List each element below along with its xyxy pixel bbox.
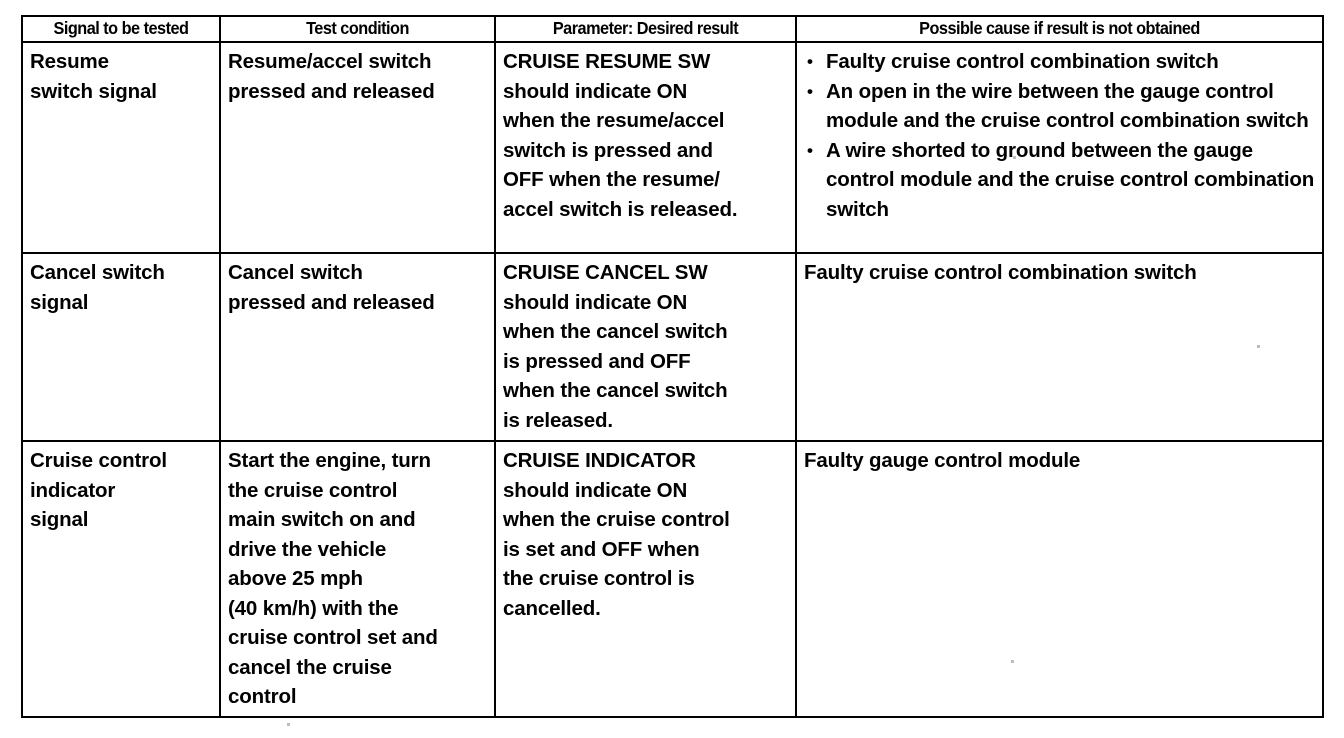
text-line: should indicate ON	[503, 79, 688, 103]
table-body: Resume switch signal Resume/accel switch p…	[21, 41, 1324, 718]
list-item: • Faulty cruise control combination switc…	[804, 47, 1315, 77]
list-item-label: Faulty cruise control combination switch	[826, 50, 1219, 74]
text-line: CRUISE RESUME SW	[503, 50, 711, 74]
possible-cause-list: • Faulty cruise control combination switc…	[804, 47, 1315, 224]
text-line: CRUISE INDICATOR	[503, 449, 696, 473]
column-header-signal: Signal to be tested	[28, 14, 215, 44]
text-line: pressed and released	[228, 79, 435, 103]
cell-signal: Cruise control indicator signal	[21, 440, 221, 718]
text-line: when the cruise control	[503, 508, 730, 532]
cell-signal: Cancel switch signal	[21, 252, 221, 443]
scan-speckle	[287, 723, 290, 726]
text-line: signal	[30, 290, 89, 314]
text-line: Cruise control	[30, 449, 167, 473]
table-row: Resume switch signal Resume/accel switch p…	[21, 41, 1324, 255]
table-header: Signal to be tested Test condition Param…	[22, 14, 1323, 44]
text-line: cancel the cruise	[228, 655, 392, 679]
cruise-control-signal-test-table: Signal to be tested Test condition Param…	[21, 14, 1324, 718]
text-line: when the resume/accel	[503, 109, 725, 133]
table-row: Cancel switch signal Cancel switch pressed…	[21, 252, 1324, 443]
text-line: Start the engine, turn	[228, 449, 431, 473]
cell-test-condition: Resume/accel switch pressed and released	[219, 41, 496, 255]
column-header-test-condition: Test condition	[228, 14, 487, 44]
text-line: is set and OFF when	[503, 537, 700, 561]
table-row: Cruise control indicator signal Start the …	[21, 440, 1324, 718]
list-item-label: A wire shorted to ground between the gau…	[826, 138, 1315, 221]
cell-test-condition: Start the engine, turn the cruise control…	[219, 440, 496, 718]
text-line: Resume	[30, 50, 109, 74]
cell-parameter: CRUISE INDICATOR should indicate ON when t…	[494, 440, 797, 718]
text-line: Cancel switch	[30, 261, 165, 285]
column-header-possible-cause: Possible cause if result is not obtained	[813, 14, 1306, 44]
text-line: should indicate ON	[503, 478, 688, 502]
text-line: above 25 mph	[228, 567, 363, 591]
bullet-icon: •	[807, 81, 813, 101]
cell-possible-cause: Faulty gauge control module	[795, 440, 1324, 718]
cell-parameter: CRUISE CANCEL SW should indicate ON when t…	[494, 252, 797, 443]
text-line: drive the vehicle	[228, 537, 387, 561]
text-line: cancelled.	[503, 596, 601, 620]
text-line: is pressed and OFF	[503, 349, 691, 373]
cell-possible-cause: • Faulty cruise control combination switc…	[795, 41, 1324, 255]
list-item: • An open in the wire between the gauge c…	[804, 77, 1315, 136]
text-line: Resume/accel switch	[228, 50, 432, 74]
cell-test-condition: Cancel switch pressed and released	[219, 252, 496, 443]
text-line: when the cancel switch	[503, 379, 728, 403]
cell-possible-cause: Faulty cruise control combination switch	[795, 252, 1324, 443]
text-line: Faulty gauge control module	[804, 449, 1081, 473]
text-line: CRUISE CANCEL SW	[503, 261, 708, 285]
text-line: signal	[30, 508, 89, 532]
text-line: Faulty cruise control combination switch	[804, 261, 1197, 285]
text-line: should indicate ON	[503, 290, 688, 314]
text-line: switch signal	[30, 79, 157, 103]
cell-signal: Resume switch signal	[21, 41, 221, 255]
text-line: indicator	[30, 478, 116, 502]
text-line: OFF when the resume/	[503, 168, 720, 192]
text-line: the cruise control is	[503, 567, 695, 591]
column-header-parameter: Parameter: Desired result	[504, 14, 787, 44]
scan-speckle	[1013, 156, 1016, 159]
header-row: Signal to be tested Test condition Param…	[22, 14, 1323, 44]
text-line: switch is pressed and	[503, 138, 713, 162]
text-line: control	[228, 685, 297, 709]
text-line: Cancel switch	[228, 261, 363, 285]
scan-speckle	[1257, 345, 1260, 348]
text-line: the cruise control	[228, 478, 398, 502]
bullet-icon: •	[807, 140, 813, 160]
cell-parameter: CRUISE RESUME SW should indicate ON when t…	[494, 41, 797, 255]
text-line: main switch on and	[228, 508, 416, 532]
text-line: accel switch is released.	[503, 197, 738, 221]
text-line: is released.	[503, 408, 613, 432]
text-line: (40 km/h) with the	[228, 596, 399, 620]
text-line: when the cancel switch	[503, 320, 728, 344]
list-item-label: An open in the wire between the gauge co…	[826, 79, 1309, 133]
scan-speckle	[1011, 660, 1014, 663]
text-line: cruise control set and	[228, 626, 438, 650]
text-line: pressed and released	[228, 290, 435, 314]
list-item: • A wire shorted to ground between the ga…	[804, 136, 1315, 225]
bullet-icon: •	[807, 52, 813, 72]
